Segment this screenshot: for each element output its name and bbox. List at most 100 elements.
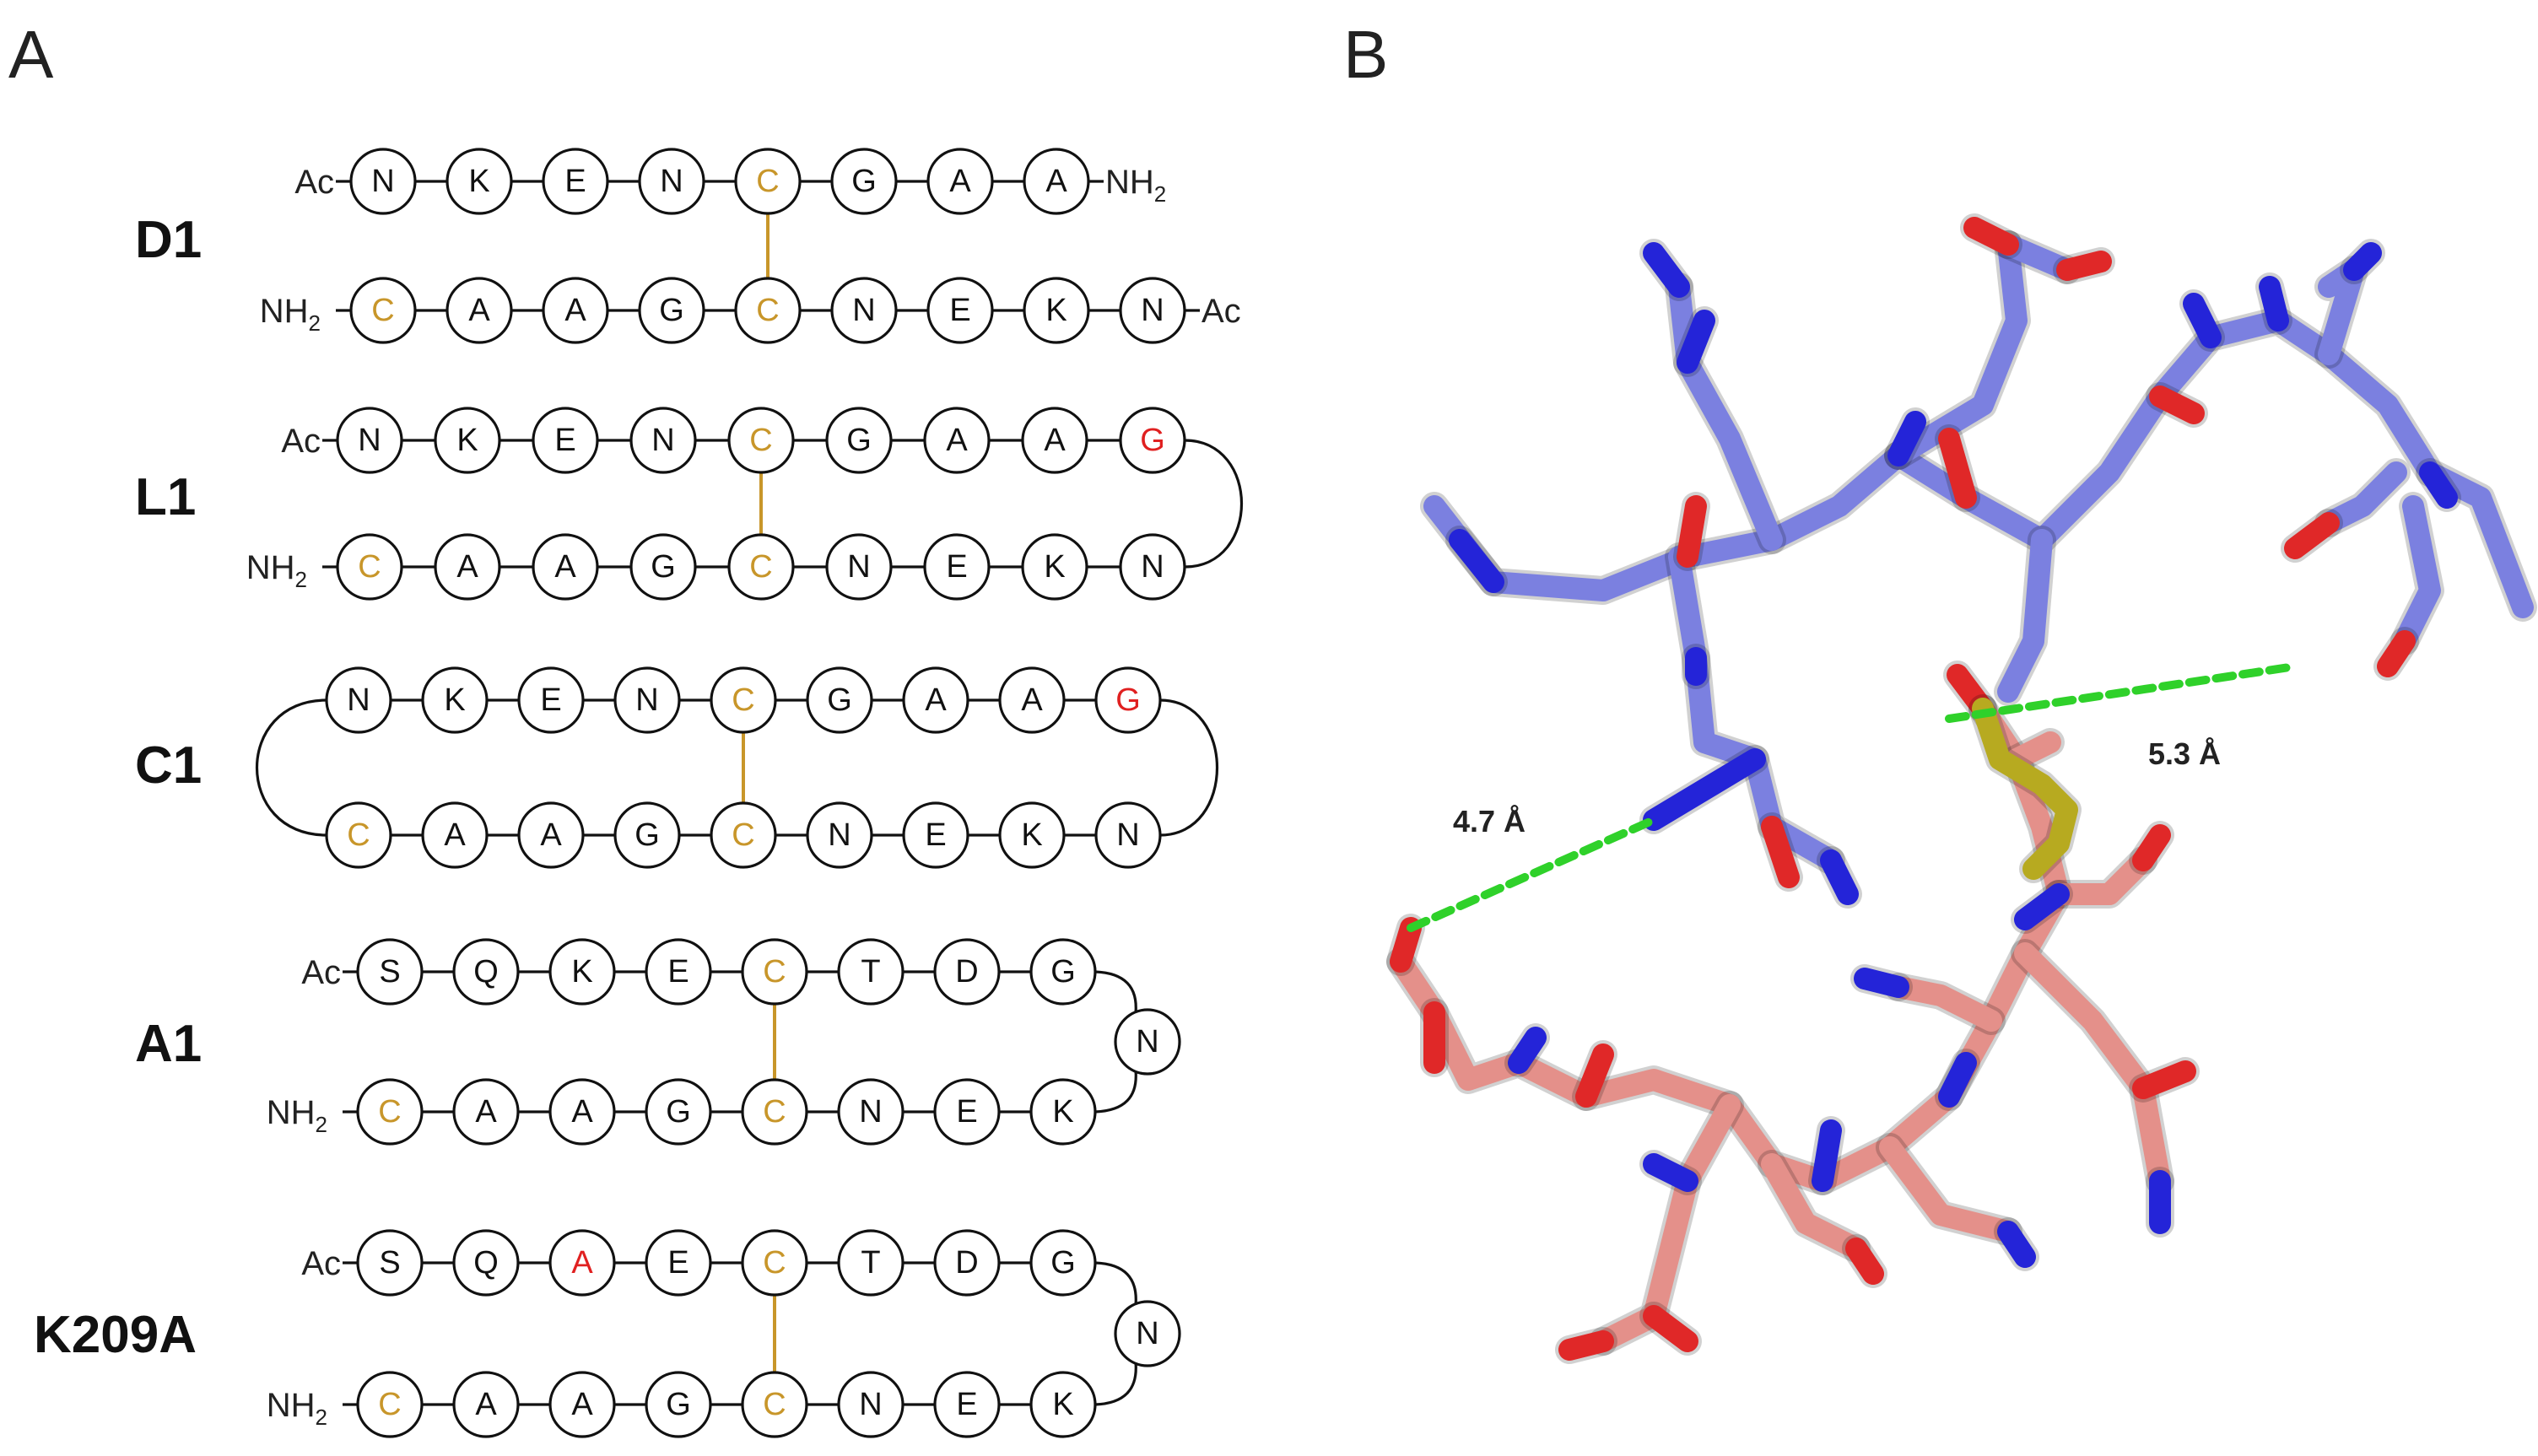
residue: K	[421, 666, 489, 734]
residue: D	[933, 938, 1001, 1006]
residue-circle	[923, 533, 991, 601]
turn-link	[1094, 1362, 1137, 1406]
residue-circle	[933, 1371, 1001, 1438]
residue-letter: A	[444, 817, 466, 853]
residue: K	[1023, 277, 1090, 344]
residue: G	[1094, 666, 1162, 734]
residue-letter: A	[456, 549, 478, 585]
residue-letter: C	[763, 1094, 786, 1130]
residue-circle	[926, 277, 994, 344]
residue-circle	[452, 1078, 520, 1146]
sidechain-pink-1	[1592, 1094, 1741, 1352]
residue-circle	[434, 407, 501, 474]
residue-circle	[1114, 1300, 1181, 1367]
residue-letter: G	[1115, 682, 1141, 718]
residue-letter: K	[1044, 549, 1065, 585]
residue-circle	[741, 1078, 808, 1146]
terminus-label: Ac	[281, 423, 321, 460]
residue-circle	[933, 1078, 1001, 1146]
residue-letter: N	[1136, 1024, 1158, 1060]
residue-letter: N	[847, 549, 870, 585]
residue-circle	[1023, 277, 1090, 344]
residue: G	[1119, 407, 1186, 474]
backbone-blue-shadow	[1420, 306, 2537, 622]
residue: A	[548, 1078, 616, 1146]
residue-letter: C	[756, 164, 779, 199]
n-pink-5	[1854, 968, 1909, 998]
peptide-name: A1	[135, 1015, 202, 1073]
residue: K	[998, 801, 1066, 869]
residue: N	[830, 277, 898, 344]
terminus-label: Ac	[301, 1245, 341, 1282]
residue-circle	[734, 277, 802, 344]
residue-letter: G	[1140, 423, 1165, 458]
terminus-label: NH2	[267, 1387, 327, 1430]
residue-circle	[452, 1229, 520, 1297]
stub-pink	[2006, 731, 2061, 770]
residue: A	[548, 1371, 616, 1438]
sidechain-pink-5	[2048, 849, 2154, 905]
residue-letter: N	[358, 423, 381, 458]
residue: C	[734, 148, 802, 215]
residue-letter: G	[1050, 954, 1076, 990]
terminus-label: Ac	[294, 164, 334, 201]
residue-letter: C	[378, 1094, 401, 1130]
residue-letter: E	[564, 164, 586, 199]
residue-letter: A	[949, 164, 971, 199]
n-blue-10	[2183, 293, 2222, 348]
residue: E	[923, 533, 991, 601]
residue-letter: C	[358, 549, 381, 585]
residue-letter: C	[378, 1387, 401, 1422]
sidechain-blue-2	[1668, 276, 1783, 551]
residue-circle	[902, 801, 969, 869]
cyclization-loop	[255, 698, 327, 837]
terminus-label: NH2	[246, 549, 307, 592]
residue-letter: N	[660, 164, 683, 199]
residue: E	[532, 407, 599, 474]
residue: A	[548, 1229, 616, 1297]
residue: Q	[452, 1229, 520, 1297]
residue: C	[710, 801, 777, 869]
residue: N	[325, 666, 392, 734]
residue: Q	[452, 938, 520, 1006]
residue-circle	[837, 938, 904, 1006]
residue: A	[923, 407, 991, 474]
residue: A	[452, 1078, 520, 1146]
residue-letter: N	[347, 682, 370, 718]
residue-circle	[517, 801, 585, 869]
residue-letter: C	[749, 423, 772, 458]
residue-circle	[734, 148, 802, 215]
residue: A	[452, 1371, 520, 1438]
residue: T	[837, 1229, 904, 1297]
hbond-line-4-7	[1407, 816, 1658, 932]
residue-letter: E	[667, 954, 688, 990]
turn-link	[1094, 970, 1137, 1014]
residue-letter: A	[571, 1094, 593, 1130]
n-pink-2	[1643, 1153, 1698, 1192]
residue-letter: A	[564, 293, 586, 328]
residue: N	[613, 666, 681, 734]
residue-circle	[629, 407, 697, 474]
residue-circle	[532, 533, 599, 601]
o-blue-5	[2149, 386, 2205, 424]
panel-a-label: A	[8, 17, 54, 92]
residue-letter: G	[634, 817, 660, 853]
residue-circle	[998, 801, 1066, 869]
n-blue-9	[2419, 461, 2458, 509]
distance-label-4-7: 4.7 Å	[1453, 804, 1526, 839]
n-blue-5	[1643, 748, 1766, 831]
o-blue-7	[2377, 630, 2416, 677]
residue: G	[629, 533, 697, 601]
terminus-subscript: 2	[316, 1112, 327, 1137]
residue-letter: K	[444, 682, 465, 718]
residue-letter: A	[540, 817, 562, 853]
n-blue-7	[2259, 276, 2289, 332]
terminus-label: NH2	[267, 1094, 327, 1137]
residue-letter: N	[651, 423, 674, 458]
residue-circle	[1114, 1008, 1181, 1076]
residue-letter: C	[763, 1245, 786, 1281]
residue-letter: A	[468, 293, 490, 328]
residue: E	[542, 148, 609, 215]
residue: T	[837, 938, 904, 1006]
